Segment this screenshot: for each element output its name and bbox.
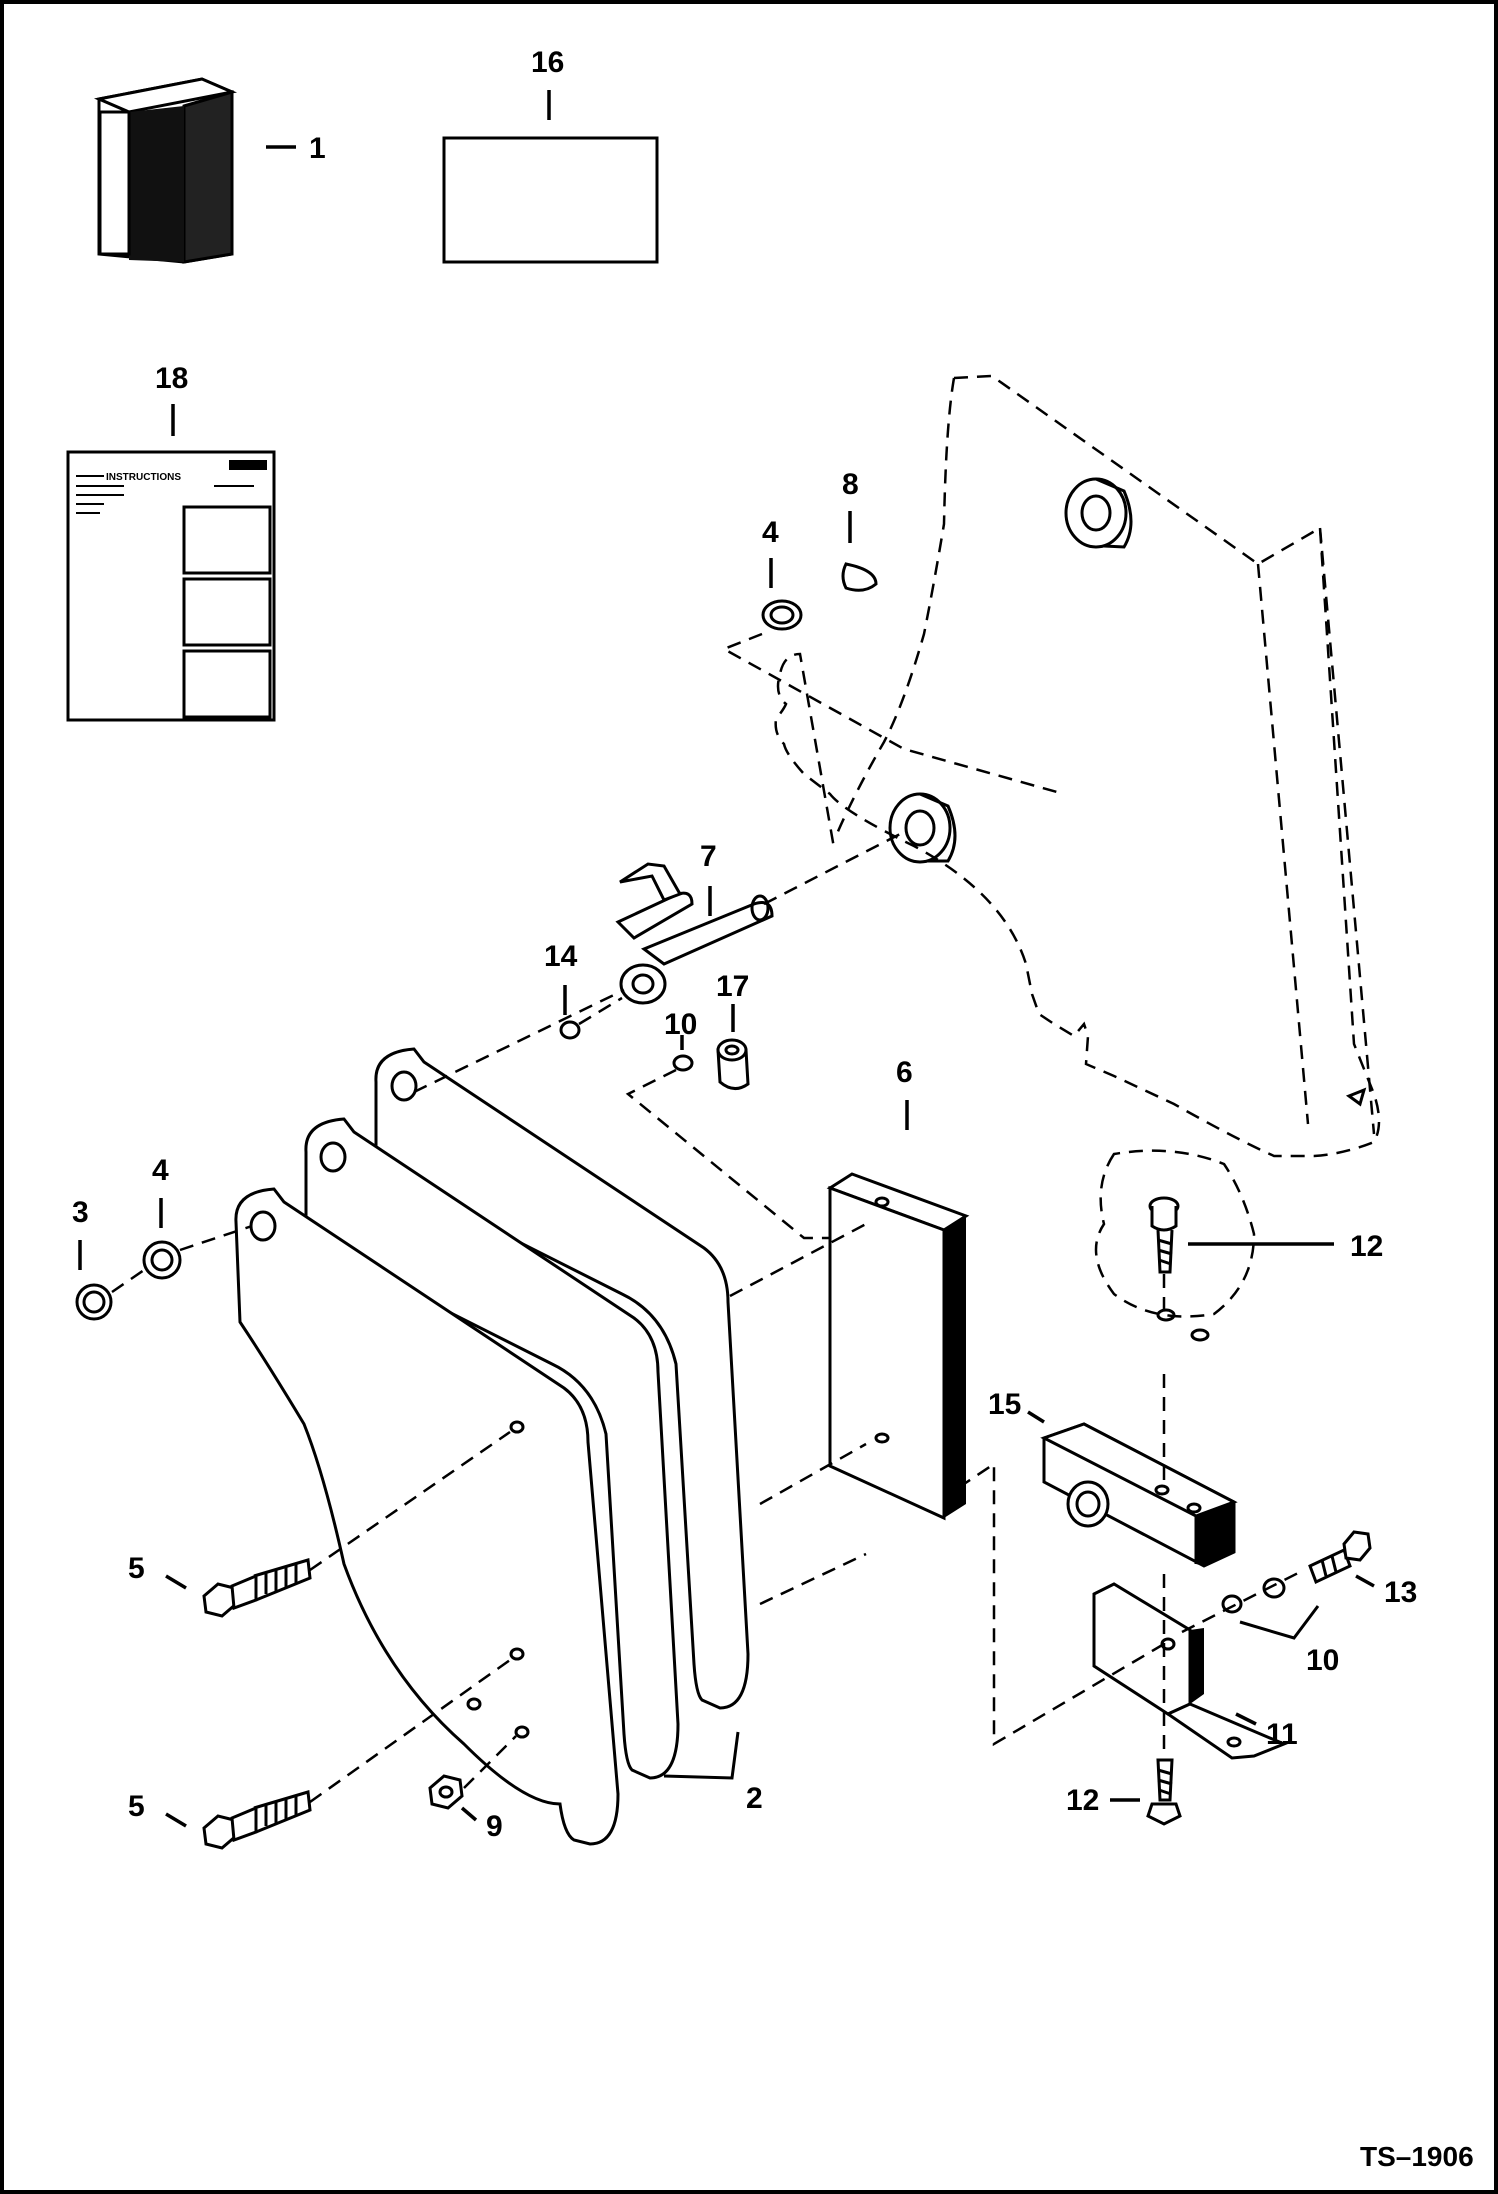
callout-13: 13 [1384, 1576, 1417, 1609]
callout-5-upper: 5 [128, 1552, 145, 1585]
part-12-bolt-lower [1146, 1758, 1182, 1826]
callout-9: 9 [486, 1810, 503, 1843]
part-4-washer-upper [761, 599, 803, 631]
part-5-bolt-upper [202, 1558, 312, 1618]
callout-2: 2 [746, 1782, 763, 1815]
leader-9 [460, 1806, 478, 1822]
part-6-counterweight-block [826, 1172, 970, 1521]
callout-18: 18 [155, 362, 188, 395]
callout-4-upper: 4 [762, 516, 779, 549]
part-4-washer-lower [142, 1240, 182, 1280]
callout-16: 16 [531, 46, 564, 79]
part-14-grease-fitting [559, 1020, 581, 1040]
part-7-pivot-pin [615, 862, 774, 1005]
part-2-weight-plates [234, 1047, 750, 1846]
callout-10-upper: 10 [664, 1008, 697, 1041]
callout-3: 3 [72, 1196, 89, 1229]
part-10-washer-lower-a [1221, 1594, 1243, 1614]
callout-10-lower: 10 [1306, 1644, 1339, 1677]
part-13-bolt [1308, 1530, 1372, 1585]
machine-frame-outline [774, 374, 1381, 1342]
manual-heading: INSTRUCTIONS [106, 472, 181, 483]
callout-17: 17 [716, 970, 749, 1003]
leader-5-upper [165, 1574, 187, 1590]
callout-1: 1 [309, 132, 326, 165]
part-10-washer-upper [672, 1054, 694, 1072]
leader-15 [1027, 1410, 1045, 1424]
exploded-parts-diagram: 1 16 INSTRUCTIONS 18 [66, 46, 1474, 2172]
callout-8: 8 [842, 468, 859, 501]
part-10-washer-lower-b [1262, 1577, 1286, 1599]
part-11-angle-bracket [1092, 1582, 1288, 1760]
part-1-decal-box [93, 77, 238, 264]
callout-14: 14 [544, 940, 578, 973]
leader-5-lower [165, 1812, 187, 1828]
callout-15: 15 [988, 1388, 1021, 1421]
callout-11: 11 [1266, 1718, 1298, 1751]
callout-7: 7 [700, 840, 717, 873]
part-15-mounting-bracket [1040, 1422, 1238, 1568]
part-12-bolt-upper [1148, 1196, 1180, 1274]
part-9-nut [428, 1774, 464, 1810]
part-16-label [442, 136, 659, 264]
callout-5-lower: 5 [128, 1790, 145, 1823]
callout-6: 6 [896, 1056, 913, 1089]
part-8-retainer-clip [841, 562, 878, 592]
callout-12-lower: 12 [1066, 1784, 1099, 1817]
leader-11 [1235, 1712, 1257, 1726]
figure-reference: TS–1906 [1360, 2141, 1474, 2172]
part-3-snap-ring [75, 1283, 113, 1321]
leader-13 [1355, 1574, 1375, 1588]
callout-4-lower: 4 [152, 1154, 169, 1187]
part-5-bolt-lower [202, 1790, 312, 1850]
part-18-instruction-sheet: INSTRUCTIONS [66, 450, 276, 722]
callout-12-upper: 12 [1350, 1230, 1383, 1263]
